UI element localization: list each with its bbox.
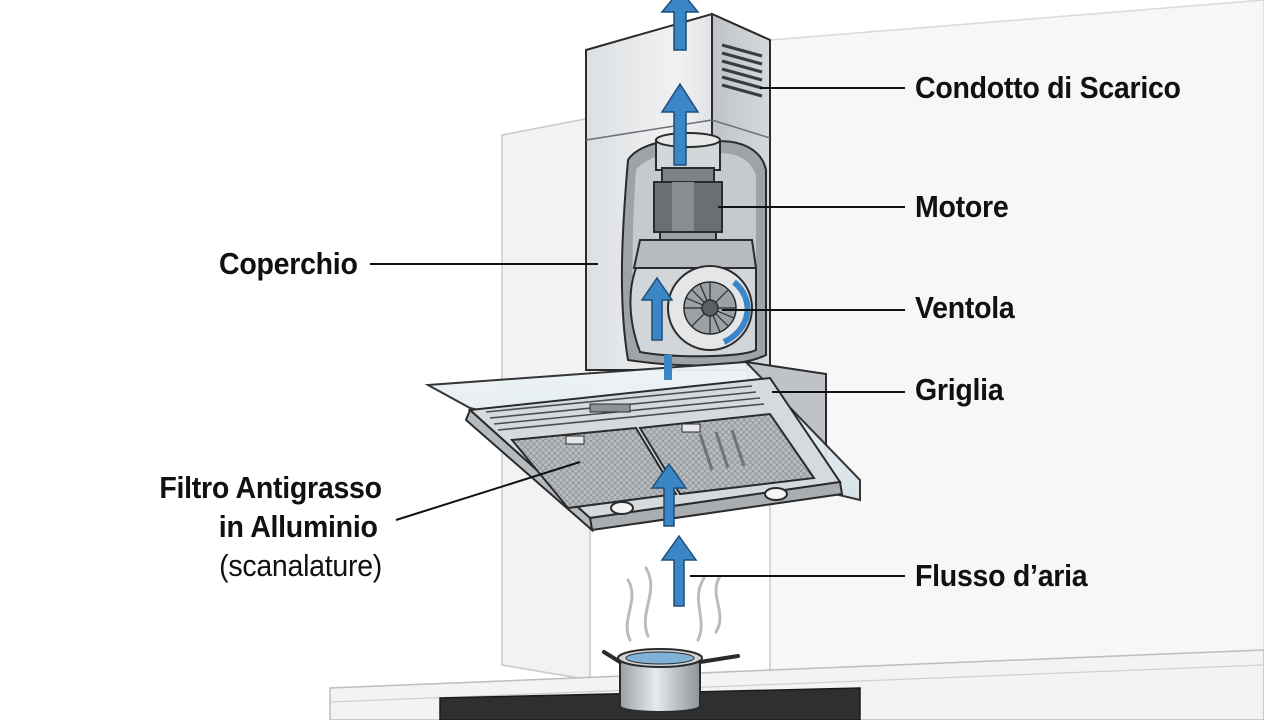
label-cover: Coperchio bbox=[219, 246, 358, 281]
label-filter-line3: (scanalature) bbox=[219, 548, 382, 583]
label-grille: Griglia bbox=[915, 372, 1004, 407]
airflow-arrow-duct bbox=[660, 82, 700, 166]
callout-lines bbox=[370, 87, 905, 577]
aluminum-filter-left bbox=[510, 426, 678, 510]
steam bbox=[625, 566, 722, 642]
leader-filter bbox=[395, 461, 581, 521]
airflow-arrow-top bbox=[660, 0, 700, 51]
label-exhaust-duct: Condotto di Scarico bbox=[915, 70, 1181, 105]
cooking-pot bbox=[602, 648, 740, 713]
airflow-arrow-hood bbox=[650, 462, 688, 527]
motor bbox=[653, 167, 723, 245]
hood-underside bbox=[464, 376, 844, 533]
hood-light-right bbox=[764, 487, 788, 501]
hood-light-left bbox=[610, 501, 634, 515]
label-filter-line1: Filtro Antigrasso bbox=[159, 470, 383, 505]
label-fan: Ventola bbox=[915, 290, 1015, 325]
label-filter-line2: in Alluminio bbox=[219, 509, 378, 544]
duct-collar bbox=[655, 132, 721, 171]
vent-slots bbox=[721, 43, 763, 98]
airflow-arrow-bottom bbox=[660, 534, 698, 607]
airflow-fan-swirl bbox=[722, 279, 751, 345]
label-airflow: Flusso d’aria bbox=[915, 558, 1088, 593]
airflow-arrow-fan bbox=[640, 276, 674, 341]
label-motor: Motore bbox=[915, 189, 1009, 224]
airflow-arrows bbox=[640, 0, 751, 607]
